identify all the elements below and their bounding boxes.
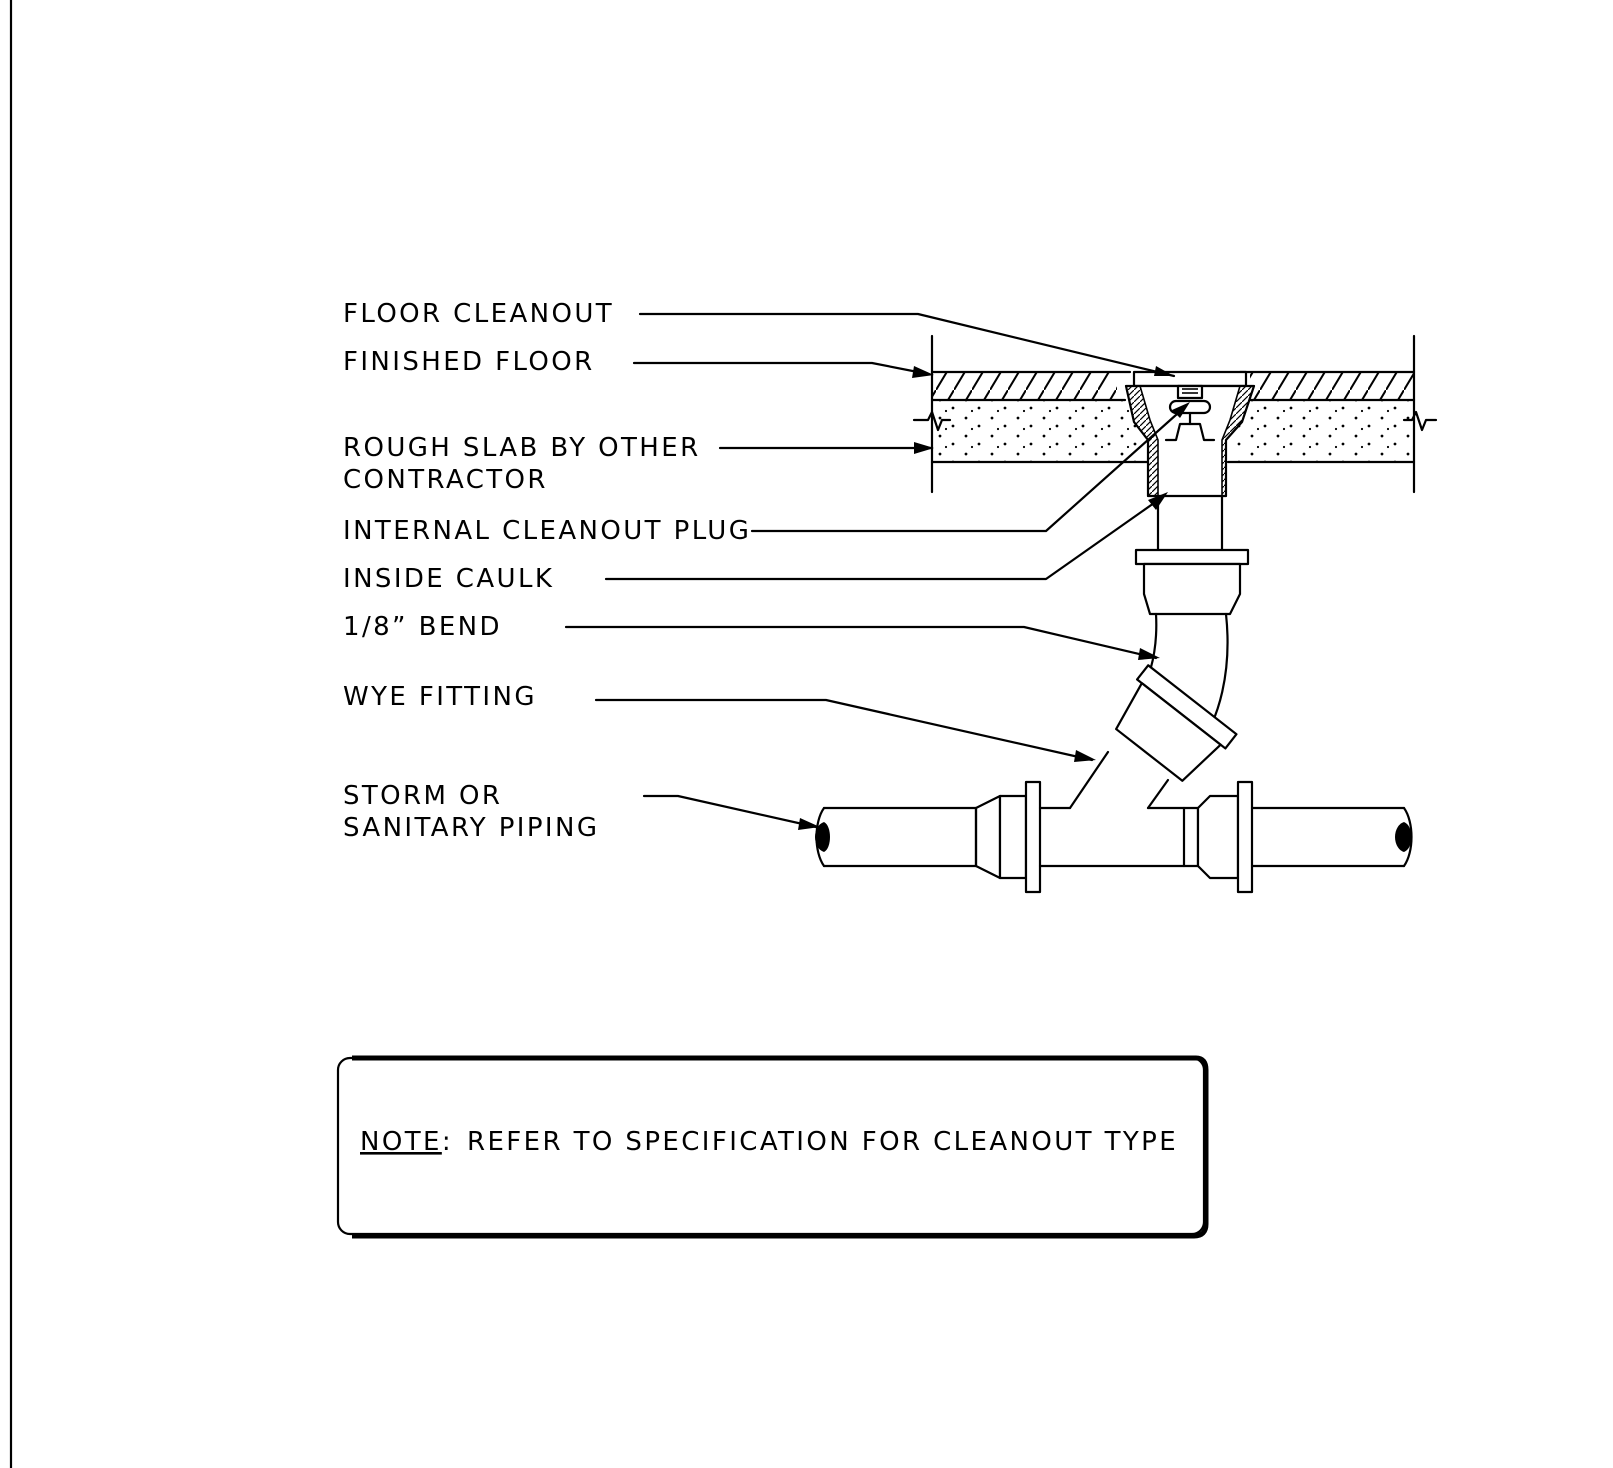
label-eighth-bend: 1/8” BEND <box>343 612 502 642</box>
label-rough-slab-line1: ROUGH SLAB BY OTHER <box>343 433 701 463</box>
label-floor-cleanout: FLOOR CLEANOUT <box>343 299 614 329</box>
note-body: REFER TO SPECIFICATION FOR CLEANOUT TYPE <box>467 1127 1178 1157</box>
label-internal-cleanout-plug: INTERNAL CLEANOUT PLUG <box>343 516 751 546</box>
note-text: NOTE: REFER TO SPECIFICATION FOR CLEANOUT… <box>360 1127 1178 1157</box>
label-wye-fitting: WYE FITTING <box>343 682 537 712</box>
note-separator: : <box>442 1127 453 1157</box>
callout-labels: FLOOR CLEANOUT FINISHED FLOOR ROUGH SLAB… <box>343 299 751 843</box>
label-piping-line1: STORM OR <box>343 781 502 811</box>
bend-and-wye <box>1068 548 1250 810</box>
label-inside-caulk: INSIDE CAULK <box>343 564 554 594</box>
floor-slab <box>912 334 1438 494</box>
label-finished-floor: FINISHED FLOOR <box>343 347 595 377</box>
floor-cleanout-body <box>1124 370 1256 552</box>
note-box: NOTE: REFER TO SPECIFICATION FOR CLEANOUT… <box>336 1055 1209 1239</box>
note-prefix: NOTE <box>360 1127 442 1157</box>
leader-lines <box>564 312 1190 830</box>
label-rough-slab-line2: CONTRACTOR <box>343 465 548 495</box>
label-piping-line2: SANITARY PIPING <box>343 813 599 843</box>
horizontal-piping <box>815 780 1413 894</box>
